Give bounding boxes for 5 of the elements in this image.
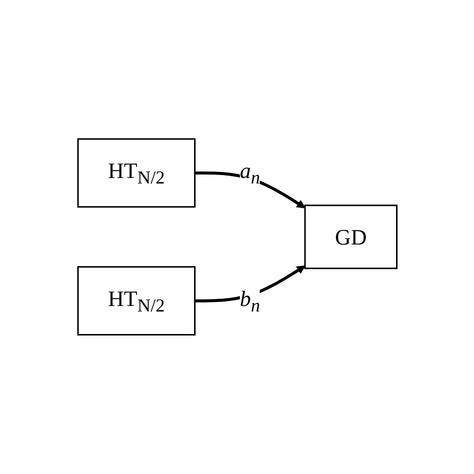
- node-box: HT$_{N/2}$: [76, 138, 196, 208]
- edge-label: a$_{n}$: [239, 158, 260, 188]
- edge-label: b$_{n}$: [239, 286, 260, 316]
- node-box: GD: [304, 204, 398, 270]
- node-box: HT$_{N/2}$: [76, 266, 196, 336]
